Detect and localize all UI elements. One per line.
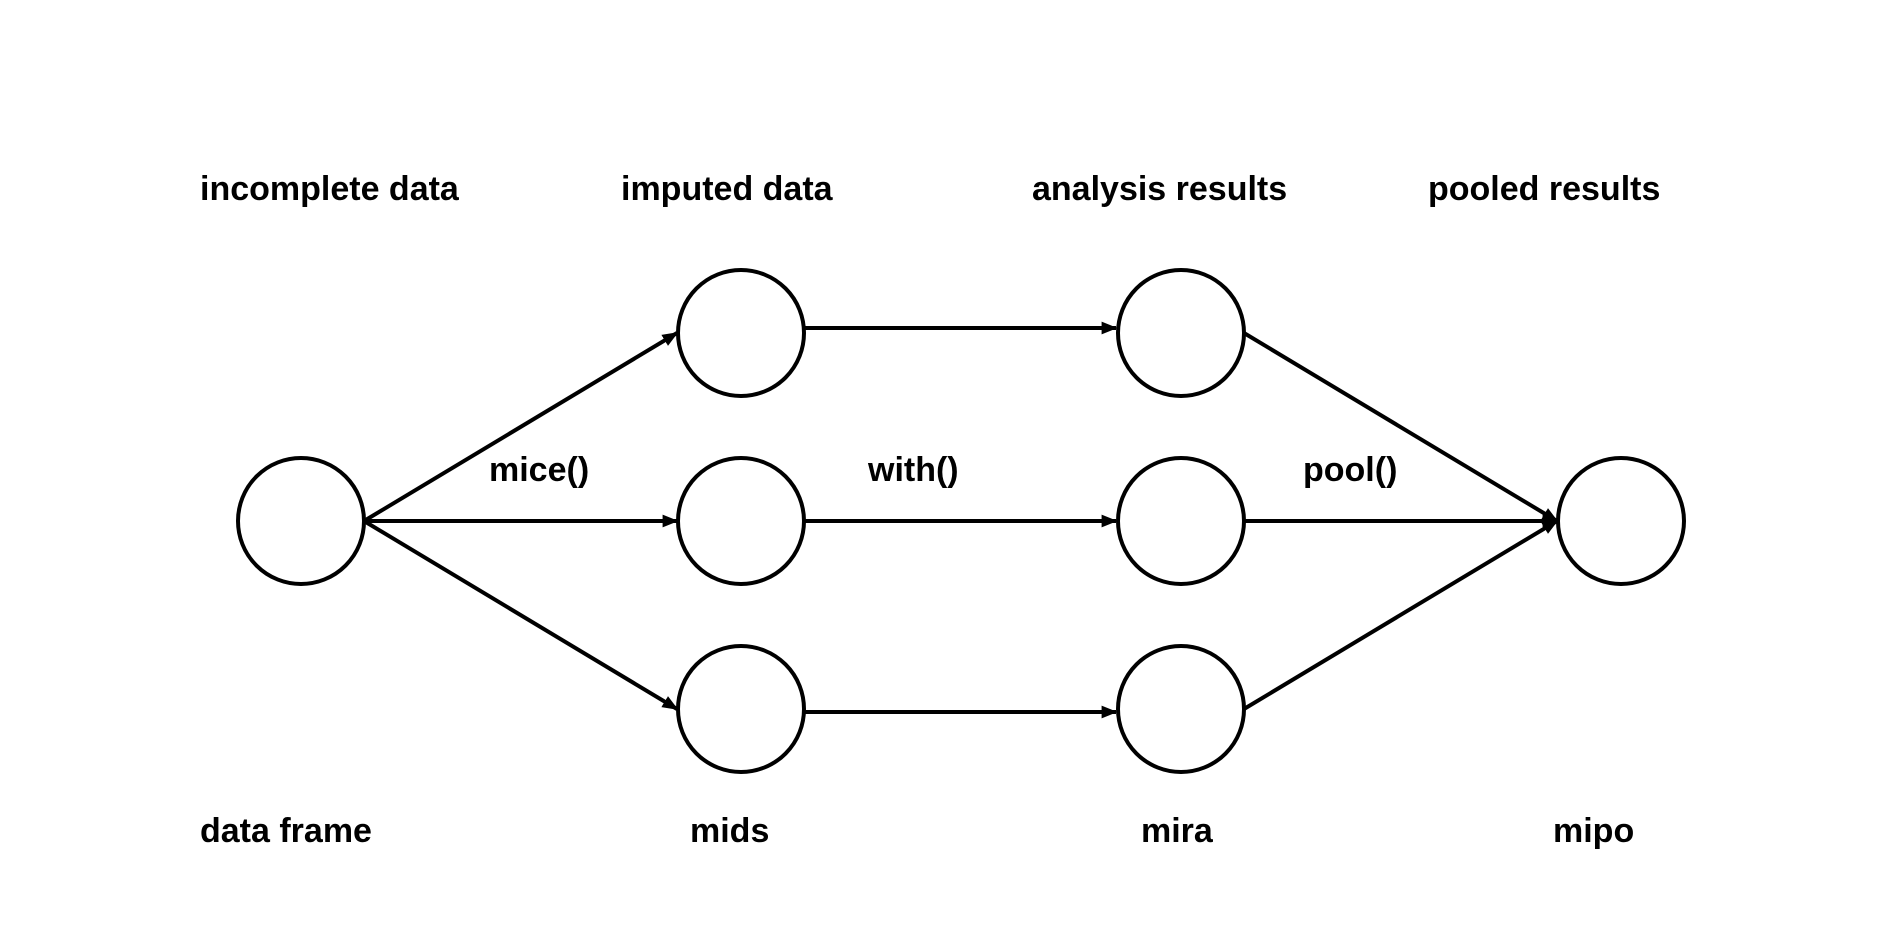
node-analysis-1 (1116, 268, 1246, 398)
function-label-pool: pool() (1303, 451, 1397, 489)
stage-label-imputed-data: imputed data (621, 170, 834, 208)
node-imputed-2 (676, 456, 806, 586)
edge-mira-to-mipo-top (1242, 331, 1559, 523)
stage-label-pooled-results: pooled results (1428, 170, 1660, 208)
node-data-frame (236, 456, 366, 586)
class-label-mids: mids (690, 812, 769, 850)
function-label-mice: mice() (489, 451, 589, 489)
class-label-mipo: mipo (1553, 812, 1634, 850)
stage-label-analysis-results: analysis results (1032, 170, 1287, 208)
function-label-with: with() (867, 451, 959, 489)
edge-mira-to-mipo-bottom (1242, 519, 1559, 711)
node-pooled (1556, 456, 1686, 586)
class-label-mira: mira (1141, 812, 1214, 850)
node-analysis-2 (1116, 456, 1246, 586)
edge-data-frame-to-mids-top (362, 331, 679, 523)
stage-label-incomplete-data: incomplete data (200, 170, 460, 208)
class-label-data-frame: data frame (200, 812, 372, 850)
node-imputed-3 (676, 644, 806, 774)
edge-data-frame-to-mids-bottom (362, 519, 679, 711)
node-analysis-3 (1116, 644, 1246, 774)
node-imputed-1 (676, 268, 806, 398)
